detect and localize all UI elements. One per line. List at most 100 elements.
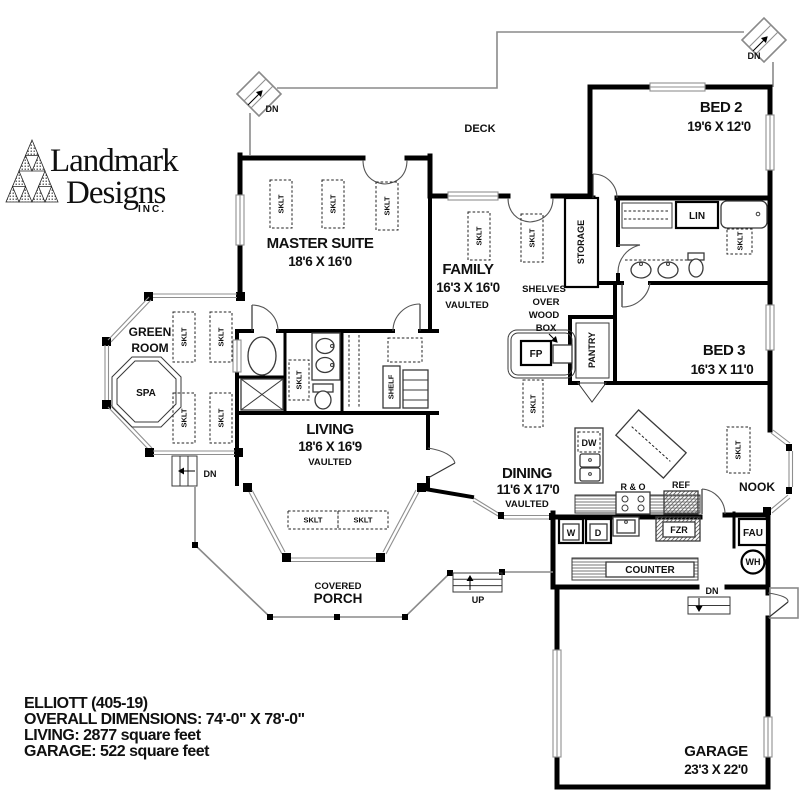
kitchen-island — [614, 409, 688, 479]
kitchen: DW R & O REF — [574, 409, 701, 515]
dn-label-garage: DN — [706, 586, 719, 596]
skylight-label: SKLT — [475, 226, 484, 245]
dining-dims: 11'6 X 17'0 — [497, 482, 560, 497]
dishwasher — [577, 431, 601, 453]
deck-outline — [235, 16, 788, 155]
nook-bay — [763, 429, 794, 515]
dining-door — [427, 447, 456, 479]
green-room-label-1: GREEN — [129, 325, 172, 339]
double-vanity — [311, 332, 341, 381]
bathtub — [247, 336, 277, 376]
storage-closet: STORAGE — [563, 196, 600, 289]
overall-dimensions: OVERALL DIMENSIONS: 74'-0" X 78'-0" — [24, 711, 305, 728]
bed2-dims: 19'6 X 12'0 — [687, 119, 751, 134]
master-hall-door — [392, 303, 421, 332]
living-dims: 18'6 X 16'9 — [298, 439, 362, 454]
family-dims: 16'3 X 16'0 — [436, 280, 500, 295]
bath-left-window — [232, 339, 242, 373]
kitchen-sink — [579, 453, 601, 482]
washer-label: W — [567, 528, 576, 538]
bed3-label: BED 3 — [703, 342, 745, 359]
porch-label-1: COVERED — [315, 581, 362, 592]
green-room: SPA GREEN ROOM DN — [102, 292, 245, 545]
garage-right-window — [763, 716, 773, 758]
master-bath: SKLT SHELF — [240, 332, 429, 411]
skylight-label: SKLT — [217, 327, 226, 346]
bed3-dims: 16'3 X 11'0 — [691, 362, 754, 377]
bed2-door — [592, 173, 618, 199]
wood-box — [552, 344, 573, 364]
hall-bath: LIN SKLT — [621, 200, 768, 279]
deck-label: DECK — [464, 123, 495, 135]
dining-label: DINING — [502, 465, 552, 482]
logo-name-bottom: Designs — [66, 175, 165, 211]
bed2-top-window — [649, 82, 706, 92]
bed3-door — [621, 282, 651, 308]
water-heater — [740, 549, 766, 575]
master-dims: 18'6 X 16'0 — [288, 254, 352, 269]
skylights: SKLT SKLT SKLT SKLT SKLT SKLT SKLT SKLT … — [172, 179, 751, 474]
svg-text:BOX: BOX — [536, 323, 557, 334]
room-labels: DECK DN DN BED 2 19'6 X 12'0 MASTER SUIT… — [266, 51, 776, 777]
logo-name-top: Landmark — [50, 143, 179, 179]
hall-closet — [621, 202, 673, 229]
linen-closet: LIN — [674, 200, 720, 230]
skylight-label: SKLT — [217, 408, 226, 427]
porch-stairs-up: UP — [452, 572, 503, 605]
title-block: ELLIOTT (405-19) OVERALL DIMENSIONS: 74'… — [24, 696, 305, 760]
garage-dims: 23'3 X 22'0 — [684, 762, 748, 777]
range-oven-label: R & O — [620, 482, 645, 492]
dining-bay — [422, 486, 555, 520]
green-room-stairs-down: DN — [171, 455, 217, 487]
toilet — [312, 383, 334, 410]
utility-door — [701, 488, 726, 515]
freezer: FZR — [655, 516, 701, 542]
green-room-label-2: ROOM — [131, 341, 168, 355]
porch-outline: UP — [192, 542, 553, 620]
dryer-label: D — [595, 528, 602, 538]
skylight-label: SKLT — [383, 196, 392, 215]
freezer-label: FZR — [670, 525, 688, 535]
skylight-label: SKLT — [736, 231, 745, 250]
family-label: FAMILY — [442, 261, 494, 278]
deck-stairs-left — [235, 70, 283, 118]
skylight-box — [337, 510, 389, 530]
skylight-label: SKLT — [303, 516, 322, 525]
family-note: VAULTED — [445, 300, 489, 311]
logo-suffix: INC. — [138, 204, 166, 215]
master-bath-door — [251, 304, 279, 332]
master-closet — [348, 335, 423, 408]
furnace-label: FAU — [743, 528, 763, 539]
svg-text:SHELVES: SHELVES — [522, 284, 566, 295]
porch-label-2: PORCH — [314, 591, 363, 606]
living-area: LIVING: 2877 square feet — [24, 727, 201, 744]
shelf-closet: SHELF — [382, 365, 429, 409]
master-left-window — [235, 194, 245, 246]
fau-closet: FAU WH — [732, 511, 769, 575]
side-entry — [767, 587, 799, 619]
skylight-box — [287, 510, 339, 530]
toilet2 — [687, 252, 705, 278]
skylight-label: SKLT — [734, 440, 743, 459]
counter: COUNTER — [571, 557, 699, 581]
dn-label-deck-right: DN — [748, 51, 761, 61]
shower — [240, 378, 284, 411]
skylight-label: SKLT — [528, 228, 537, 247]
bath2-vanity — [625, 259, 700, 279]
family-window — [447, 191, 499, 201]
doors — [251, 159, 726, 515]
pantry: PANTRY — [575, 322, 610, 403]
nook-label: NOOK — [739, 480, 775, 494]
landmark-logo: Landmark Designs INC. — [5, 138, 180, 215]
dn-label-deck-left: DN — [266, 104, 279, 114]
water-heater-label: WH — [746, 557, 761, 567]
skylight-label: SKLT — [529, 394, 538, 413]
skylight-label: SKLT — [180, 408, 189, 427]
range-oven: R & O — [615, 482, 651, 515]
up-label: UP — [472, 595, 485, 605]
windows — [232, 82, 775, 758]
shelves-note: SHELVES OVER WOOD BOX — [522, 284, 566, 343]
dishwasher-label: DW — [582, 438, 597, 448]
